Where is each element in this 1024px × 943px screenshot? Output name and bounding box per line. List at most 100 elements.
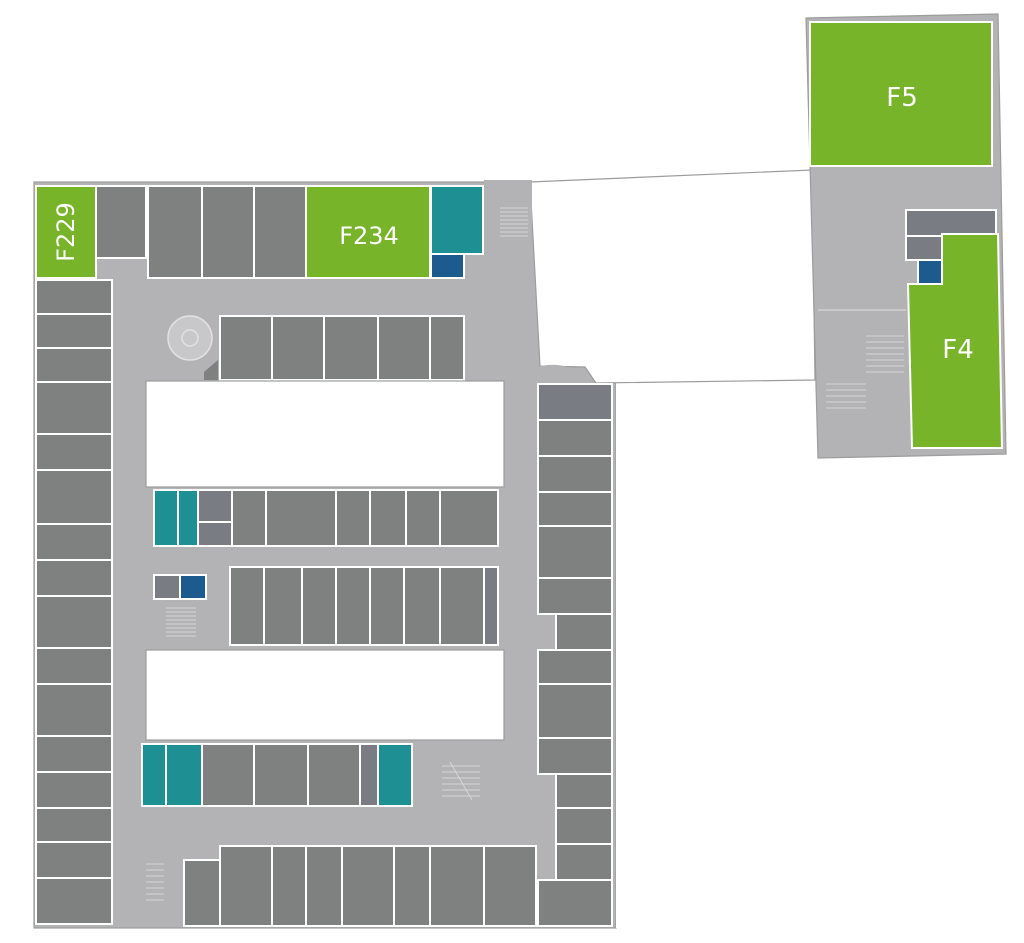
room-teal[interactable] — [377, 743, 413, 807]
room-top-2[interactable] — [147, 185, 203, 279]
room-mid2[interactable] — [263, 566, 303, 646]
room-west[interactable] — [35, 523, 113, 561]
room-low[interactable] — [201, 743, 255, 807]
room-mid1[interactable] — [197, 521, 233, 547]
room-f229[interactable] — [35, 185, 97, 279]
room-mid1[interactable] — [231, 489, 267, 547]
room-teal[interactable] — [153, 489, 179, 547]
room-mid1[interactable] — [335, 489, 371, 547]
room-teal[interactable] — [177, 489, 199, 547]
room-f5-label: F5 — [886, 83, 918, 113]
courtyard-south — [145, 649, 505, 741]
main-building-base — [33, 181, 617, 929]
room-west[interactable] — [35, 595, 113, 649]
room-mid2[interactable] — [369, 566, 405, 646]
room-east[interactable] — [555, 613, 613, 651]
room-west[interactable] — [35, 469, 113, 525]
room-mid2[interactable] — [301, 566, 337, 646]
room-bottom[interactable] — [219, 845, 273, 927]
room-low[interactable] — [307, 743, 361, 807]
room-east[interactable] — [537, 683, 613, 739]
room-west[interactable] — [35, 807, 113, 843]
room-mid2[interactable] — [483, 566, 499, 646]
room-north-inner[interactable] — [429, 315, 465, 381]
room-west[interactable] — [35, 877, 113, 925]
west-rooms — [35, 279, 113, 925]
room-east[interactable] — [537, 737, 613, 775]
room-west[interactable] — [35, 559, 113, 597]
room-low[interactable] — [359, 743, 379, 807]
room-west[interactable] — [35, 313, 113, 349]
room-east[interactable] — [537, 419, 613, 457]
room-f4-label: F4 — [942, 335, 974, 365]
spiral-stair — [166, 314, 220, 380]
stair-south — [442, 761, 480, 801]
room-bottom[interactable] — [271, 845, 307, 927]
room-top-teal[interactable] — [430, 185, 484, 255]
room-mid2[interactable] — [439, 566, 485, 646]
room-top-blue[interactable] — [430, 253, 465, 279]
room-f234-label: F234 — [339, 222, 399, 250]
room-f5[interactable] — [809, 21, 993, 167]
room-mid2[interactable] — [403, 566, 441, 646]
room-mid1[interactable] — [369, 489, 407, 547]
room-north-inner[interactable] — [323, 315, 379, 381]
bridge-void — [529, 169, 816, 384]
room-east[interactable] — [537, 649, 613, 685]
stair-mid — [166, 607, 196, 637]
room-bottom[interactable] — [305, 845, 343, 927]
room-east[interactable] — [537, 879, 613, 927]
room-east[interactable] — [537, 525, 613, 579]
room-west[interactable] — [35, 841, 113, 879]
room-f229-label: F229 — [52, 202, 80, 262]
room-bottom[interactable] — [183, 859, 221, 927]
room-west[interactable] — [35, 381, 113, 435]
room-east[interactable] — [537, 491, 613, 527]
room-mid1[interactable] — [405, 489, 441, 547]
room-bottom[interactable] — [393, 845, 431, 927]
room-f234[interactable] — [305, 185, 431, 279]
stair-north — [484, 180, 532, 282]
room-mid2[interactable] — [335, 566, 371, 646]
room-small-grey[interactable] — [153, 574, 181, 600]
room-small-blue[interactable] — [179, 574, 207, 600]
room-east[interactable] — [555, 843, 613, 881]
room-bottom[interactable] — [429, 845, 485, 927]
room-east-bar[interactable] — [905, 209, 997, 237]
room-north-inner[interactable] — [219, 315, 273, 381]
room-east-blue[interactable] — [917, 259, 943, 285]
room-north-inner[interactable] — [377, 315, 431, 381]
room-west[interactable] — [35, 433, 113, 471]
room-west[interactable] — [35, 279, 113, 315]
room-top-1[interactable] — [95, 185, 147, 259]
room-west[interactable] — [35, 771, 113, 809]
room-top-4[interactable] — [253, 185, 307, 279]
room-bottom[interactable] — [341, 845, 395, 927]
room-mid1[interactable] — [197, 489, 233, 523]
room-teal[interactable] — [141, 743, 167, 807]
room-east[interactable] — [555, 773, 613, 809]
room-east[interactable] — [537, 383, 613, 421]
courtyard-north — [145, 380, 505, 488]
room-low[interactable] — [253, 743, 309, 807]
room-mid1[interactable] — [265, 489, 337, 547]
room-east-bar[interactable] — [905, 235, 943, 261]
room-north-inner[interactable] — [271, 315, 325, 381]
room-east[interactable] — [537, 577, 613, 615]
room-mid1[interactable] — [439, 489, 499, 547]
stair-east — [826, 335, 904, 409]
east-building: F5 F4 — [805, 13, 1007, 459]
room-west[interactable] — [35, 347, 113, 383]
room-east[interactable] — [555, 807, 613, 845]
room-top-3[interactable] — [201, 185, 255, 279]
room-mid2[interactable] — [229, 566, 265, 646]
room-west[interactable] — [35, 683, 113, 737]
room-east[interactable] — [537, 455, 613, 493]
room-teal[interactable] — [165, 743, 203, 807]
room-west[interactable] — [35, 735, 113, 773]
room-bottom[interactable] — [483, 845, 537, 927]
stair-bottom-left — [146, 863, 164, 901]
room-west[interactable] — [35, 647, 113, 685]
